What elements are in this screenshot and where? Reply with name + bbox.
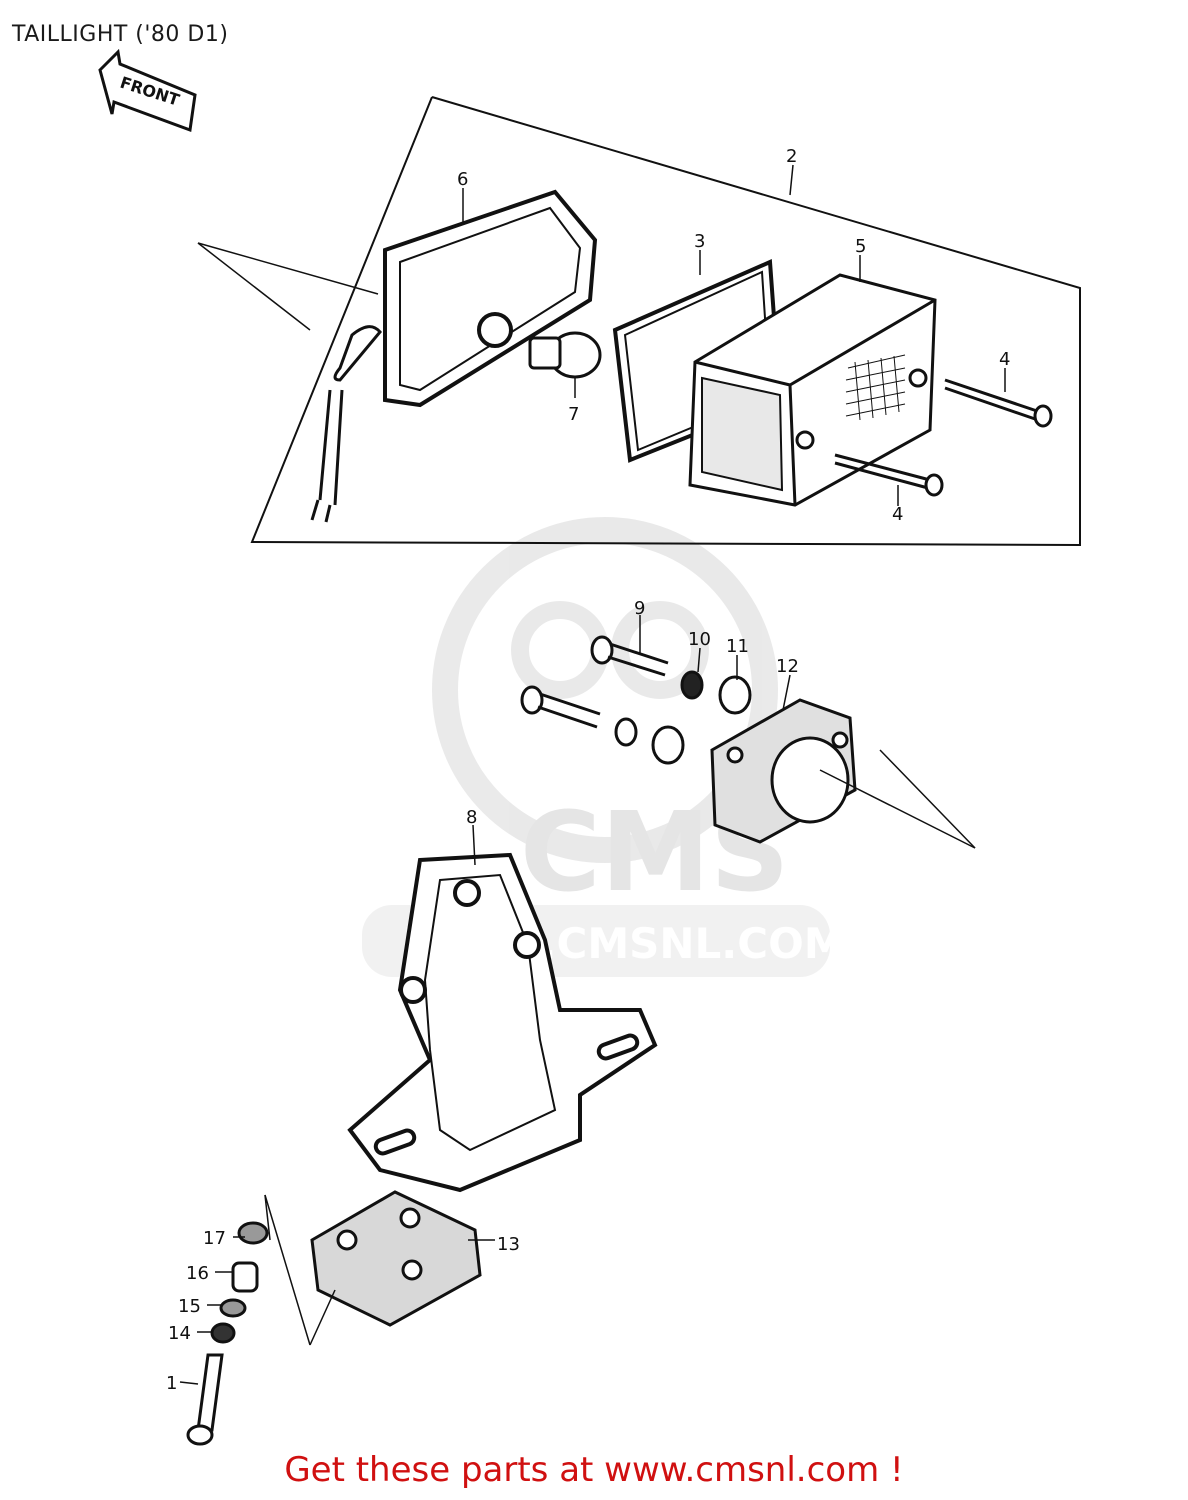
callout-11: 11 <box>726 636 749 657</box>
parts-1-14-17-fasteners <box>186 1221 269 1446</box>
part-12-socket-holder <box>710 698 857 844</box>
part-6-housing <box>310 189 598 523</box>
part-5-lens <box>688 273 937 507</box>
callout-9: 9 <box>634 598 645 619</box>
callout-4b: 4 <box>892 504 903 525</box>
callout-15: 15 <box>178 1296 201 1317</box>
callout-7: 7 <box>568 404 579 425</box>
callout-6: 6 <box>457 169 468 190</box>
callout-1: 1 <box>166 1373 177 1394</box>
callout-17: 17 <box>203 1228 226 1249</box>
taillight-assembly-outline <box>250 96 1081 547</box>
callout-14: 14 <box>168 1323 191 1344</box>
part-7-bulb <box>528 331 602 379</box>
front-arrow-icon: FRONT <box>98 48 197 133</box>
callout-12: 12 <box>776 656 799 677</box>
leader-lines <box>179 164 1006 1385</box>
callout-8: 8 <box>466 807 477 828</box>
parts-9-10-11-bolts <box>520 635 752 765</box>
callout-16: 16 <box>186 1263 209 1284</box>
callout-10: 10 <box>688 629 711 650</box>
diagram-title: TAILLIGHT ('80 D1) <box>12 22 229 47</box>
part-13-pad <box>310 1190 482 1327</box>
callout-3: 3 <box>694 231 705 252</box>
footer-link-text[interactable]: Get these parts at www.cmsnl.com ! <box>284 1450 904 1490</box>
part-8-bracket <box>347 852 658 1193</box>
callout-2: 2 <box>786 146 797 167</box>
part-4-screws <box>834 378 1053 497</box>
callout-13: 13 <box>497 1234 520 1255</box>
callout-4a: 4 <box>999 349 1010 370</box>
callout-5: 5 <box>855 236 866 257</box>
